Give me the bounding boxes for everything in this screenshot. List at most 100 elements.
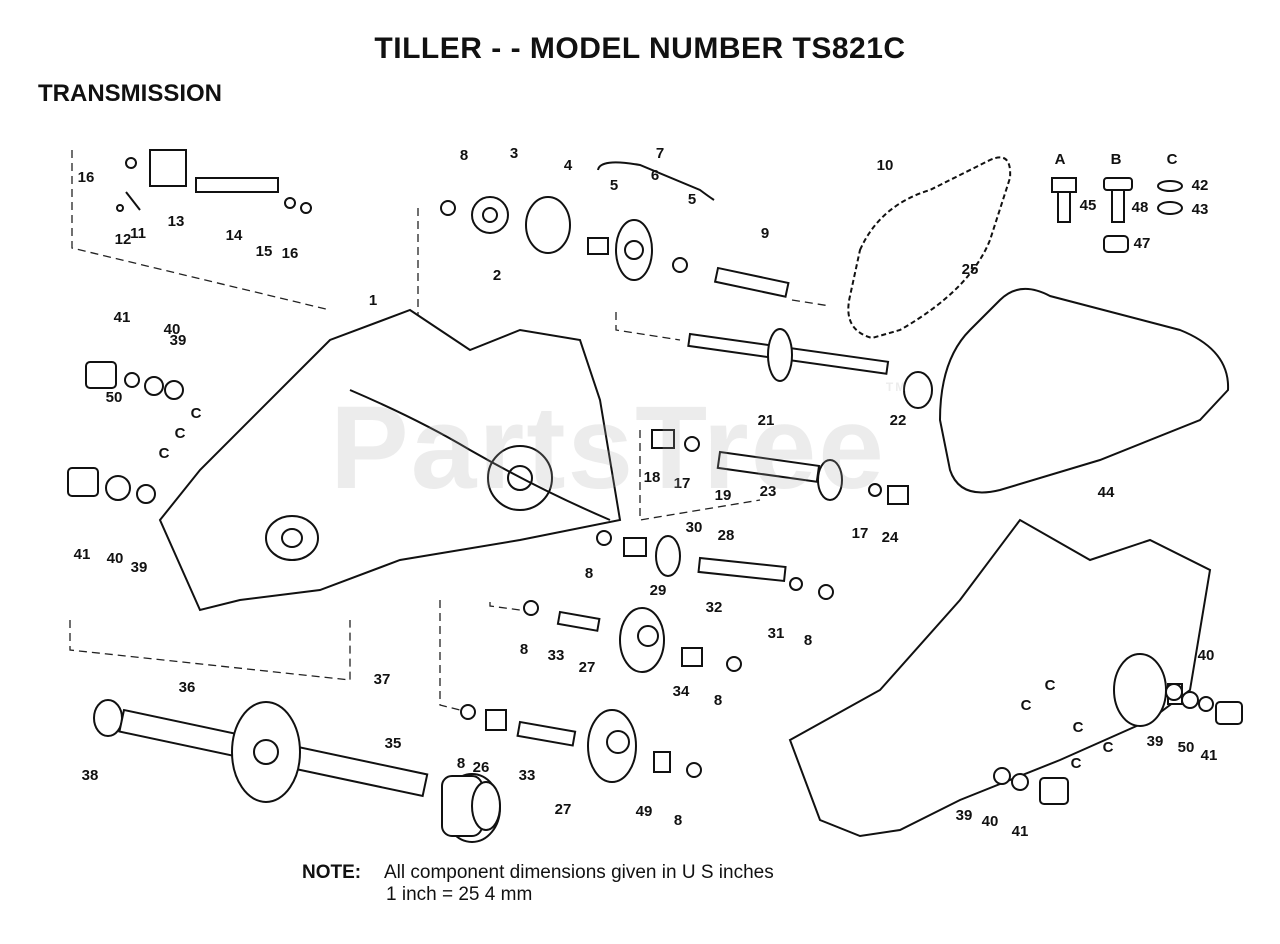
callout-42: 42 <box>1192 177 1209 194</box>
callout-16: 16 <box>282 245 299 262</box>
right-bearings <box>993 683 1243 805</box>
callout-C: C <box>1073 719 1084 736</box>
left-bearings <box>67 361 184 504</box>
callout-C: C <box>191 405 202 422</box>
callout-39: 39 <box>170 332 187 349</box>
callout-45: 45 <box>1080 197 1097 214</box>
callout-12: 12 <box>115 231 132 248</box>
callout-36: 36 <box>179 679 196 696</box>
callout-40: 40 <box>164 321 181 338</box>
callout-17: 17 <box>852 525 869 542</box>
callout-C: C <box>1045 677 1056 694</box>
callout-8: 8 <box>460 147 468 164</box>
note-label: NOTE: <box>302 862 362 883</box>
callout-9: 9 <box>761 225 769 242</box>
housing-part-1 <box>158 308 622 612</box>
callout-19: 19 <box>715 487 732 504</box>
callout-8: 8 <box>674 812 682 829</box>
callout-33: 33 <box>548 647 565 664</box>
callout-11: 11 <box>130 225 146 242</box>
callout-47: 47 <box>1134 235 1151 252</box>
callout-8: 8 <box>804 632 812 649</box>
callout-C: C <box>1021 697 1032 714</box>
callout-15: 15 <box>256 243 273 260</box>
callout-34: 34 <box>673 683 690 700</box>
note-line-2: 1 inch = 25 4 mm <box>386 884 533 905</box>
callout-C: C <box>1167 151 1178 168</box>
gear-part-27-upper <box>489 600 742 673</box>
callout-38: 38 <box>82 767 99 784</box>
callout-37: 37 <box>374 671 391 688</box>
callout-22: 22 <box>890 412 907 429</box>
callout-C: C <box>159 445 170 462</box>
callout-7: 7 <box>656 145 664 162</box>
part-14-shaft <box>195 177 279 193</box>
callout-5: 5 <box>688 191 696 208</box>
gear-part-27-lower <box>439 600 702 783</box>
callout-31: 31 <box>768 625 785 642</box>
callout-1: 1 <box>369 292 377 309</box>
callout-41: 41 <box>114 309 131 326</box>
gasket-part-25 <box>938 288 1230 494</box>
callout-18: 18 <box>644 469 661 486</box>
part-13-bracket <box>149 149 187 187</box>
callout-41: 41 <box>1201 747 1218 764</box>
note-line-1: All component dimensions given in U S in… <box>384 862 774 883</box>
callout-44: 44 <box>1098 484 1115 501</box>
callout-17: 17 <box>674 475 691 492</box>
chain-part-10 <box>847 156 1012 340</box>
axle-part-36-group <box>69 620 501 843</box>
callout-40: 40 <box>982 813 999 830</box>
callout-6: 6 <box>651 167 659 184</box>
callout-50: 50 <box>106 389 123 406</box>
callout-48: 48 <box>1132 199 1149 216</box>
callout-C: C <box>175 425 186 442</box>
callout-21: 21 <box>758 412 775 429</box>
callout-13: 13 <box>168 213 185 230</box>
callout-8: 8 <box>457 755 465 772</box>
upper-gears-group <box>417 161 831 441</box>
hardware-legend <box>1051 177 1183 253</box>
shaft-part-21 <box>615 312 933 409</box>
callout-28: 28 <box>718 527 735 544</box>
callout-24: 24 <box>882 529 899 546</box>
callout-50: 50 <box>1178 739 1195 756</box>
callout-A: A <box>1055 151 1066 168</box>
callout-43: 43 <box>1192 201 1209 218</box>
callout-33: 33 <box>519 767 536 784</box>
callout-40: 40 <box>107 550 124 567</box>
callout-40: 40 <box>1198 647 1215 664</box>
callout-3: 3 <box>510 145 518 162</box>
shaft-part-19-group <box>639 429 909 521</box>
callout-C: C <box>1071 755 1082 772</box>
callout-25: 25 <box>962 261 979 278</box>
diagram-title: TILLER - - MODEL NUMBER TS821C <box>374 32 906 65</box>
callout-30: 30 <box>686 519 703 536</box>
callout-41: 41 <box>74 546 91 563</box>
dimension-note: NOTE: All component dimensions given in U… <box>302 862 774 906</box>
section-heading: TRANSMISSION <box>38 80 223 107</box>
callout-26: 26 <box>473 759 490 776</box>
callout-23: 23 <box>760 483 777 500</box>
callout-32: 32 <box>706 599 723 616</box>
callout-49: 49 <box>636 803 653 820</box>
callout-39: 39 <box>1147 733 1164 750</box>
callout-16: 16 <box>78 169 95 186</box>
callout-35: 35 <box>385 735 402 752</box>
housing-part-44 <box>788 518 1212 838</box>
callout-14: 14 <box>226 227 243 244</box>
callout-8: 8 <box>714 692 722 709</box>
callout-C: C <box>1103 739 1114 756</box>
shaft-part-32-group <box>596 530 834 600</box>
callout-27: 27 <box>555 801 572 818</box>
shift-shaft-group <box>71 149 331 311</box>
callout-29: 29 <box>650 582 667 599</box>
callout-B: B <box>1111 151 1122 168</box>
callout-8: 8 <box>520 641 528 658</box>
callout-39: 39 <box>956 807 973 824</box>
callout-layer: 1234556788888889101112131415161617171819… <box>74 145 1218 840</box>
callout-2: 2 <box>493 267 501 284</box>
callout-4: 4 <box>564 157 573 174</box>
